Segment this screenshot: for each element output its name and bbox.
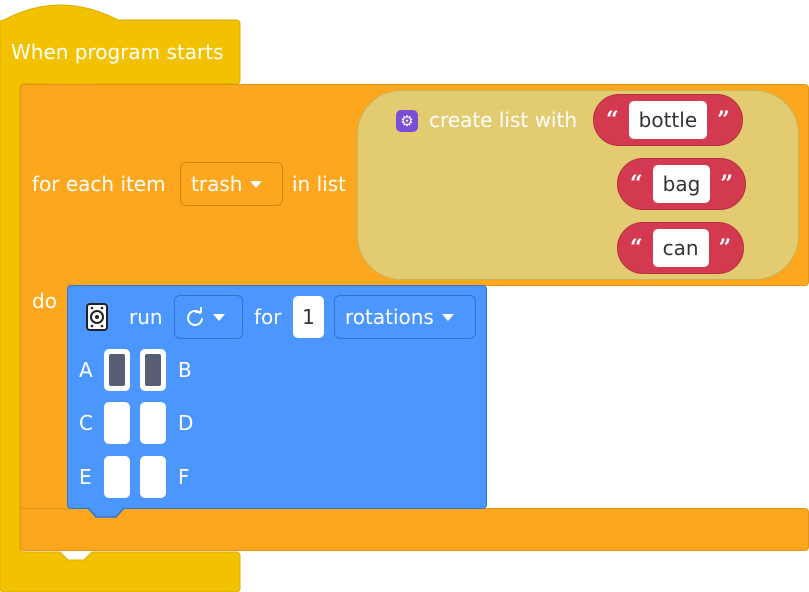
string-item-bottle[interactable]: “ bottle ” bbox=[593, 94, 743, 146]
open-quote-icon: “ bbox=[630, 171, 643, 197]
open-quote-icon: “ bbox=[630, 235, 643, 261]
string-input[interactable]: bag bbox=[652, 165, 711, 203]
variable-dropdown[interactable]: trash bbox=[180, 162, 283, 206]
for-each-block-bottom bbox=[20, 508, 809, 551]
run-label: run bbox=[129, 305, 163, 329]
port-b-selected[interactable] bbox=[140, 349, 166, 391]
close-quote-icon: ” bbox=[718, 235, 732, 261]
dropdown-caret-icon bbox=[441, 313, 454, 321]
string-item-bag[interactable]: “ bag ” bbox=[617, 158, 746, 210]
port-label-f: F bbox=[178, 465, 190, 489]
for-label: for bbox=[254, 305, 282, 329]
dropdown-caret-icon bbox=[250, 180, 263, 188]
port-label-c: C bbox=[79, 411, 93, 435]
port-c[interactable] bbox=[104, 402, 130, 444]
string-input[interactable]: bottle bbox=[628, 101, 708, 139]
motor-icon bbox=[86, 303, 108, 331]
block-notch bbox=[88, 507, 125, 518]
dropdown-caret-icon bbox=[213, 313, 225, 321]
string-input[interactable]: can bbox=[652, 229, 709, 267]
port-label-a: A bbox=[79, 358, 93, 382]
do-label: do bbox=[32, 289, 57, 313]
for-each-block-arm bbox=[20, 284, 68, 510]
direction-dropdown[interactable] bbox=[174, 295, 243, 339]
close-quote-icon: ” bbox=[720, 171, 733, 197]
port-f[interactable] bbox=[140, 456, 166, 498]
close-quote-icon: ” bbox=[717, 107, 730, 133]
for-each-label: for each item bbox=[32, 172, 166, 196]
gear-icon[interactable]: ⚙ bbox=[396, 110, 418, 132]
port-label-d: D bbox=[178, 411, 194, 435]
port-label-b: B bbox=[178, 358, 192, 382]
hat-label: When program starts bbox=[11, 40, 224, 64]
in-list-label: in list bbox=[292, 172, 346, 196]
clockwise-icon bbox=[187, 307, 203, 326]
unit-dropdown[interactable]: rotations bbox=[334, 295, 476, 339]
string-item-can[interactable]: “ can ” bbox=[617, 222, 745, 274]
amount-input[interactable]: 1 bbox=[293, 296, 324, 338]
port-a-selected[interactable] bbox=[104, 349, 130, 391]
port-e[interactable] bbox=[104, 456, 130, 498]
create-list-label: create list with bbox=[429, 108, 578, 132]
port-label-e: E bbox=[79, 465, 92, 489]
port-d[interactable] bbox=[140, 402, 166, 444]
unit-value: rotations bbox=[345, 305, 434, 329]
variable-value: trash bbox=[191, 172, 243, 196]
open-quote-icon: “ bbox=[606, 107, 619, 133]
